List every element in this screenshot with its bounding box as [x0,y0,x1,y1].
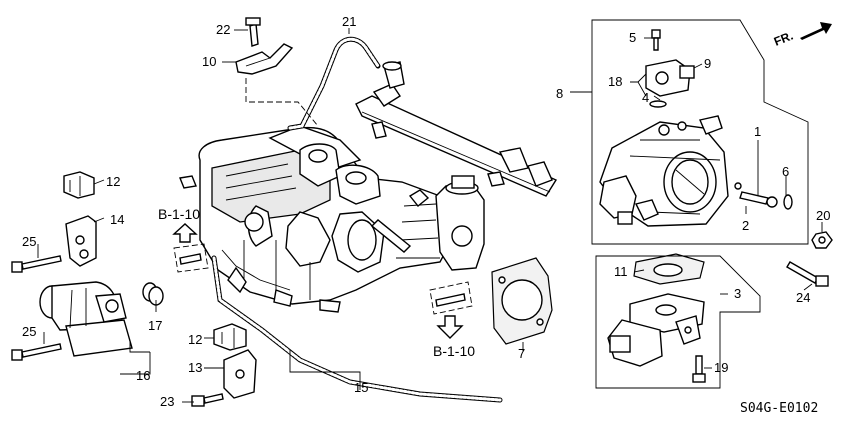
callout-6: 6 [782,164,789,179]
fast-idle-valve-gasket [633,253,705,285]
reference-label-top: B-1-10 [158,206,200,222]
callout-20: 20 [816,208,830,223]
callout-22: 22 [216,22,230,37]
fr-label: FR. [772,29,795,49]
diagram-code: S04G-E0102 [740,401,818,416]
fast-idle-valve [607,293,705,367]
callout-4: 4 [642,90,649,105]
flange-bolt-lower [11,343,62,361]
callout-21: 21 [342,14,356,29]
adjusting-screw [734,182,793,210]
callout-17: 17 [148,318,162,333]
flange-nut [811,231,833,249]
callout-25-upper: 25 [22,234,36,249]
callout-23: 23 [160,394,174,409]
callout-5: 5 [629,30,636,45]
callout-labels: 22 10 21 12 14 25 25 17 16 12 13 23 15 7… [22,14,830,409]
callout-8: 8 [556,86,563,101]
callout-12-upper: 12 [106,174,120,189]
callout-24: 24 [796,290,810,305]
callout-9: 9 [704,56,711,71]
callout-18: 18 [608,74,622,89]
iacv-gasket [142,282,164,306]
mounting-bolt [191,393,224,407]
idle-air-control-valve [39,281,133,357]
leader-lines [37,28,823,403]
callout-1: 1 [754,124,761,139]
stud-bolt [786,261,829,287]
wire-clip-upper [63,171,95,199]
callout-3: 3 [734,286,741,301]
arrow-down-icon [436,315,464,339]
tps-screw [651,29,661,51]
iacv-bracket [65,215,97,267]
callout-13: 13 [188,360,202,375]
throttle-body [599,115,729,227]
hose-bracket [223,349,257,399]
harness-bracket [235,17,294,75]
fuel-rail-assembly [355,61,558,197]
fast-idle-valve-bolt [692,355,706,383]
callout-14: 14 [110,212,124,227]
throttle-position-sensor [645,59,695,108]
front-arrow-icon [800,22,832,40]
callout-11: 11 [614,264,628,279]
callout-16: 16 [136,368,150,383]
throttle-body-gasket [491,257,553,345]
callout-10: 10 [202,54,216,69]
callout-12-lower: 12 [188,332,202,347]
arrow-up-icon [172,223,198,243]
reference-up: B-1-10 [158,206,200,243]
callout-7: 7 [518,346,525,361]
reference-down: B-1-10 [433,315,475,359]
callout-15: 15 [354,380,368,395]
flange-bolt-upper [11,255,62,273]
intake-manifold [179,125,485,313]
callout-2: 2 [742,218,749,233]
front-direction-indicator: FR. [772,22,832,49]
reference-label-bottom: B-1-10 [433,343,475,359]
callout-19: 19 [714,360,728,375]
wire-clip-lower [213,323,247,351]
callout-25-lower: 25 [22,324,36,339]
